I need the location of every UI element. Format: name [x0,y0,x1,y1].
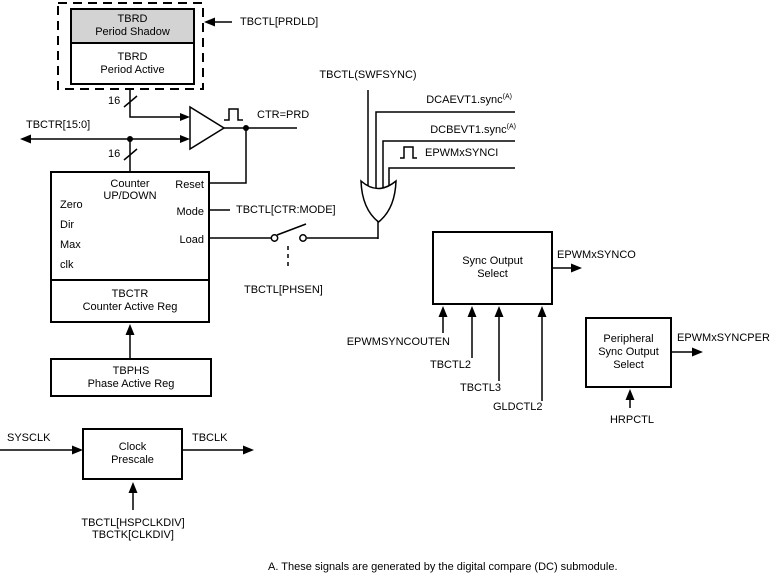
tbphs-line1: TBPHS [112,364,150,377]
counter-port-dir: Dir [60,219,75,231]
sync-output-select-box: Sync Output Select [432,231,553,305]
epwmxsynci-label: EPWMxSYNCI [425,147,499,159]
period-shadow-line2: Period Shadow [95,26,170,38]
clock-prescale-line2: Prescale [111,454,154,466]
sysclk-label: SYSCLK [7,432,51,444]
period-active-box: TBRD Period Active [70,42,195,85]
phase-load-switch [276,223,307,236]
tbclk-label: TBCLK [192,432,228,444]
tbctl-swfsync-label: TBCTL(SWFSYNC) [319,69,417,81]
counter-port-load: Load [179,234,204,246]
pulse-icon [400,146,417,159]
bus-width-upper: 16 [108,95,121,107]
epwmxsyncper-label: EPWMxSYNCPER [677,332,770,344]
ctr-prd-label: CTR=PRD [257,109,310,121]
sync-output-select-line2: Select [477,268,508,280]
counter-port-max: Max [60,239,81,251]
sync-output-select-line1: Sync Output [462,255,523,267]
tbctl-ctrmode-label: TBCTL[CTR:MODE] [236,204,336,216]
tbctr-bus-label: TBCTR[15:0] [26,119,91,131]
tbctr-active-reg: TBCTR Counter Active Reg [52,279,208,321]
tbctr-reg-line1: TBCTR [111,288,149,300]
period-active-line1: TBRD [117,50,148,63]
tbctl2-label: TBCTL2 [430,359,471,371]
hrpctl-label: HRPCTL [609,414,654,426]
epwmsyncouten-label: EPWMSYNCOUTEN [346,336,450,348]
counter-title-line2: UP/DOWN [103,190,157,202]
tbphs-box: TBPHS Phase Active Reg [50,358,212,397]
footnote: A. These signals are generated by the di… [268,561,618,573]
dcaevt1-sync-label: DCAEVT1.sync(A) [426,93,512,106]
counter-port-reset: Reset [175,179,204,191]
period-shadow-box: TBRD Period Shadow [70,8,195,44]
counter-port-zero: Zero [60,199,83,211]
counter-box: Counter UP/DOWN Zero Dir Max clk Reset M… [50,171,210,323]
tbctl3-label: TBCTL3 [460,382,501,394]
peripheral-sync-box: Peripheral Sync Output Select [585,317,672,388]
tbctl-phsen-label: TBCTL[PHSEN] [244,284,323,296]
tbctl-prdld-label: TBCTL[PRDLD] [240,16,319,28]
peripheral-sync-line3: Select [613,359,644,371]
peripheral-sync-line1: Peripheral [603,333,654,345]
tbctk-clkdiv-label: TBCTK[CLKDIV] [92,529,174,541]
clock-prescale-line1: Clock [118,441,147,453]
epwmxsynco-label: EPWMxSYNCO [557,249,636,261]
period-shadow-line1: TBRD [117,13,148,25]
gldctl2-label: GLDCTL2 [493,401,543,413]
counter-port-mode: Mode [176,206,204,218]
clock-prescale-box: Clock Prescale [82,428,183,480]
bus-width-lower: 16 [108,148,121,160]
or-gate [360,179,397,223]
tbctr-reg-line2: Counter Active Reg [82,301,178,313]
period-active-line2: Period Active [100,63,165,76]
dcbevt1-sync-label: DCBEVT1.sync(A) [430,123,516,136]
tbctl-hspclkdiv-label: TBCTL[HSPCLKDIV] [81,517,185,529]
tbphs-line2: Phase Active Reg [87,377,175,390]
peripheral-sync-line2: Sync Output [598,346,659,358]
pulse-icon [224,108,243,121]
counter-title-line1: Counter [110,178,150,190]
counter-port-clk: clk [60,259,74,271]
comparator-triangle [189,105,226,151]
